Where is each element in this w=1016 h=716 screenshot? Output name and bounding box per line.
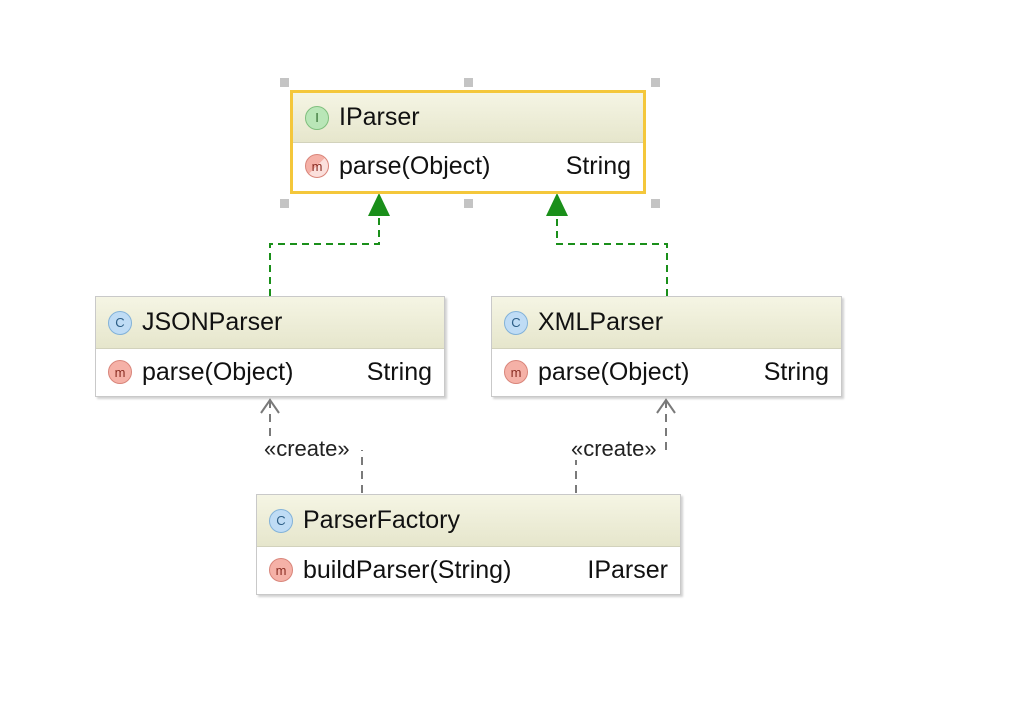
class-name: XMLParser: [538, 308, 664, 336]
method-return-type: String: [366, 357, 432, 386]
method-signature: parse(Object): [538, 357, 690, 386]
class-header: C JSONParser: [96, 297, 444, 349]
realization-jsonparser-iparser[interactable]: [269, 193, 390, 296]
class-box-parserfactory[interactable]: C ParserFactory m buildParser(String) IP…: [256, 494, 681, 595]
dependency-label-create-jsonparser: «create»: [264, 436, 350, 461]
dependency-label-create-xmlparser: «create»: [571, 436, 657, 461]
method-row[interactable]: m parse(Object) String: [96, 349, 444, 395]
method-signature: buildParser(String): [303, 555, 512, 584]
selection-handle-bottom-left[interactable]: [280, 199, 289, 208]
selection-handle-bottom-center[interactable]: [464, 199, 473, 208]
interface-icon: I: [305, 105, 329, 130]
class-icon: C: [269, 508, 293, 533]
selection-handle-top-right[interactable]: [651, 78, 660, 87]
class-icon: C: [504, 310, 528, 335]
selection-handle-bottom-right[interactable]: [651, 199, 660, 208]
class-box-jsonparser[interactable]: C JSONParser m parse(Object) String: [95, 296, 445, 397]
dependency-arrowhead: [260, 398, 280, 414]
method-row[interactable]: m buildParser(String) IParser: [257, 547, 680, 593]
dependency-arrowhead: [656, 398, 676, 414]
method-icon: m: [108, 360, 132, 384]
method-signature: parse(Object): [339, 151, 491, 180]
method-icon: m: [269, 558, 293, 582]
abstract-method-icon: m: [305, 154, 329, 178]
method-return-type: IParser: [587, 555, 668, 584]
method-row[interactable]: m parse(Object) String: [492, 349, 841, 395]
method-return-type: String: [763, 357, 829, 386]
method-row[interactable]: m parse(Object) String: [293, 143, 643, 189]
realization-xmlparser-iparser[interactable]: [546, 193, 668, 296]
class-icon: C: [108, 310, 132, 335]
class-header: C XMLParser: [492, 297, 841, 349]
method-return-type: String: [565, 151, 631, 180]
realization-arrowhead: [546, 193, 568, 216]
method-icon: m: [504, 360, 528, 384]
class-name: IParser: [339, 103, 420, 131]
realization-line: [269, 214, 380, 296]
class-name: ParserFactory: [303, 506, 460, 534]
selection-handle-top-left[interactable]: [280, 78, 289, 87]
class-header: I IParser: [293, 93, 643, 143]
realization-line: [556, 214, 668, 296]
method-signature: parse(Object): [142, 357, 294, 386]
class-name: JSONParser: [142, 308, 283, 336]
selection-handle-top-center[interactable]: [464, 78, 473, 87]
realization-arrowhead: [368, 193, 390, 216]
class-header: C ParserFactory: [257, 495, 680, 547]
class-box-xmlparser[interactable]: C XMLParser m parse(Object) String: [491, 296, 842, 397]
interface-box-iparser[interactable]: I IParser m parse(Object) String: [290, 90, 646, 194]
